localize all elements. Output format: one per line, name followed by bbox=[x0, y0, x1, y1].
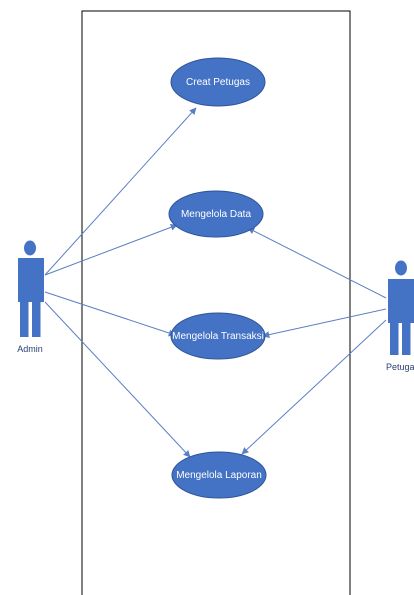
association-admin-mengelola-laporan bbox=[44, 301, 191, 458]
usecase-mengelola-data[interactable]: Mengelola Data bbox=[168, 190, 264, 238]
association-admin-creat-petugas bbox=[44, 107, 197, 276]
actor-admin[interactable]: Admin bbox=[17, 240, 44, 355]
association-petugas-mengelola-transaksi bbox=[262, 308, 387, 339]
actor-petugas-label: Petugas bbox=[386, 362, 414, 372]
actor-admin-label: Admin bbox=[17, 344, 43, 354]
actor-petugas-icon bbox=[388, 260, 414, 355]
association-admin-mengelola-transaksi bbox=[44, 291, 176, 337]
actor-petugas[interactable]: Petugas bbox=[386, 260, 414, 373]
usecase-mengelola-laporan-label: Mengelola Laporan bbox=[176, 470, 262, 481]
association-petugas-mengelola-laporan bbox=[241, 319, 387, 455]
usecase-mengelola-transaksi-label: Mengelola Transaksi bbox=[172, 331, 264, 342]
usecase-creat-petugas[interactable]: Creat Petugas bbox=[170, 57, 266, 107]
association-admin-mengelola-data bbox=[44, 223, 178, 276]
actor-admin-icon bbox=[18, 240, 44, 337]
usecase-mengelola-data-label: Mengelola Data bbox=[181, 209, 251, 220]
usecase-mengelola-transaksi[interactable]: Mengelola Transaksi bbox=[170, 312, 266, 360]
usecase-mengelola-laporan[interactable]: Mengelola Laporan bbox=[171, 451, 267, 499]
association-petugas-mengelola-data bbox=[247, 227, 387, 299]
usecase-creat-petugas-label: Creat Petugas bbox=[186, 77, 250, 88]
system-boundary bbox=[81, 10, 351, 595]
